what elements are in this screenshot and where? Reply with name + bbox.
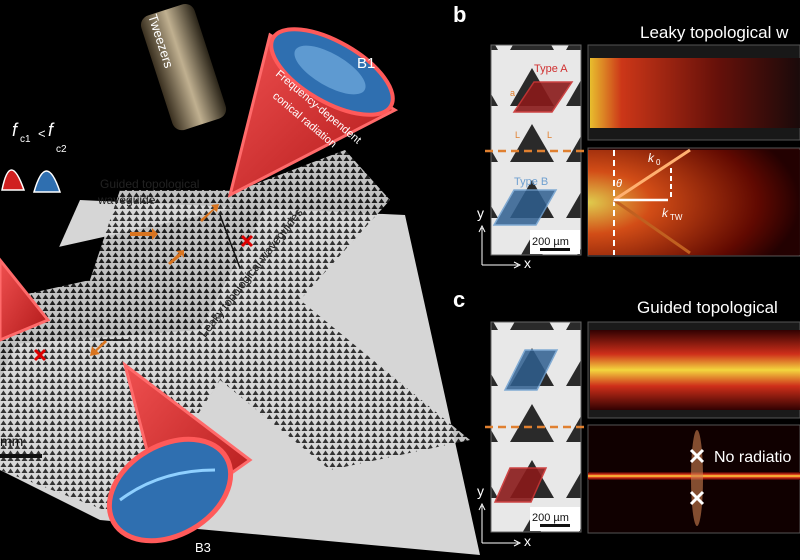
axes-arrows-b	[478, 224, 522, 269]
scale-bar-c	[540, 524, 570, 527]
freq-lt: <	[38, 126, 46, 141]
axis-x-b: x	[524, 255, 531, 271]
guided-label-line2: waveguide	[97, 193, 156, 207]
type-b-label: Type B	[514, 176, 548, 188]
scale-label-mm: mm	[0, 433, 23, 449]
blue-pulse-icon	[33, 170, 62, 193]
type-a-label: Type A	[534, 63, 568, 75]
panel-c: c Guided topological 200 µm y x No radia…	[453, 287, 800, 549]
axis-y-b: y	[477, 205, 484, 221]
scale-bar-b	[540, 248, 570, 251]
propagation-arrows	[90, 204, 219, 356]
type-b-cell	[492, 189, 558, 226]
panel-b-title: Leaky topological w	[640, 23, 789, 42]
cone-left	[0, 257, 51, 342]
k0-arrow-up	[613, 148, 691, 202]
near-field-intensity-c	[590, 330, 800, 410]
no-radiation-label: No radiatio	[714, 449, 791, 466]
frequency-legend: f c1 < f c2	[1, 120, 67, 193]
panel-c-letter: c	[453, 287, 465, 312]
panel-b-letter: b	[453, 2, 466, 27]
k0-arrow-down	[613, 198, 691, 255]
blocked-x-icons	[33, 234, 254, 362]
near-field-intensity-b	[590, 58, 800, 128]
axis-y-c: y	[477, 483, 484, 499]
cone-b3	[106, 361, 253, 544]
length-l2-label: L	[547, 130, 552, 140]
leaky-pointer-line	[219, 214, 241, 269]
ktw-label: k	[662, 206, 669, 220]
no-radiation-x-icons	[689, 448, 705, 506]
guided-label-line1: Guided topological	[100, 177, 199, 191]
red-pulse-icon	[1, 169, 26, 191]
freq-f2: f	[48, 120, 55, 140]
radiation-pattern-b	[588, 150, 800, 255]
lattice-waveguide-region	[0, 150, 470, 520]
suppressed-radiation	[691, 430, 703, 526]
panel-b: b Leaky topological w Type A a L L Type …	[453, 2, 800, 271]
freq-c1: c1	[20, 134, 31, 145]
theta-label: θ	[616, 178, 622, 190]
freq-c2: c2	[56, 144, 67, 155]
type-a-cell-c	[493, 467, 548, 503]
scale-label-c: 200 µm	[532, 512, 569, 524]
freq-f1: f	[12, 120, 19, 140]
ktw-sub: TW	[670, 213, 683, 222]
axis-x-c: x	[524, 533, 531, 549]
length-l1-label: L	[515, 130, 520, 140]
b3-label: B3	[195, 540, 211, 555]
k0-label: k	[648, 151, 655, 165]
k0-sub: 0	[656, 158, 661, 167]
panel-a-device: Tweezers Frequency-dependent conical rad…	[0, 3, 480, 555]
scale-label-b: 200 µm	[532, 236, 569, 248]
scale-bar-a	[0, 454, 42, 458]
type-b-cell-c	[503, 349, 559, 391]
lattice-a-label: a	[510, 88, 515, 98]
cone-b1	[227, 27, 399, 198]
panel-c-title: Guided topological	[637, 298, 778, 317]
type-a-cell	[512, 81, 574, 113]
b1-label: B1	[357, 55, 375, 72]
axes-arrows-c	[478, 502, 522, 547]
tweezers	[140, 3, 227, 131]
